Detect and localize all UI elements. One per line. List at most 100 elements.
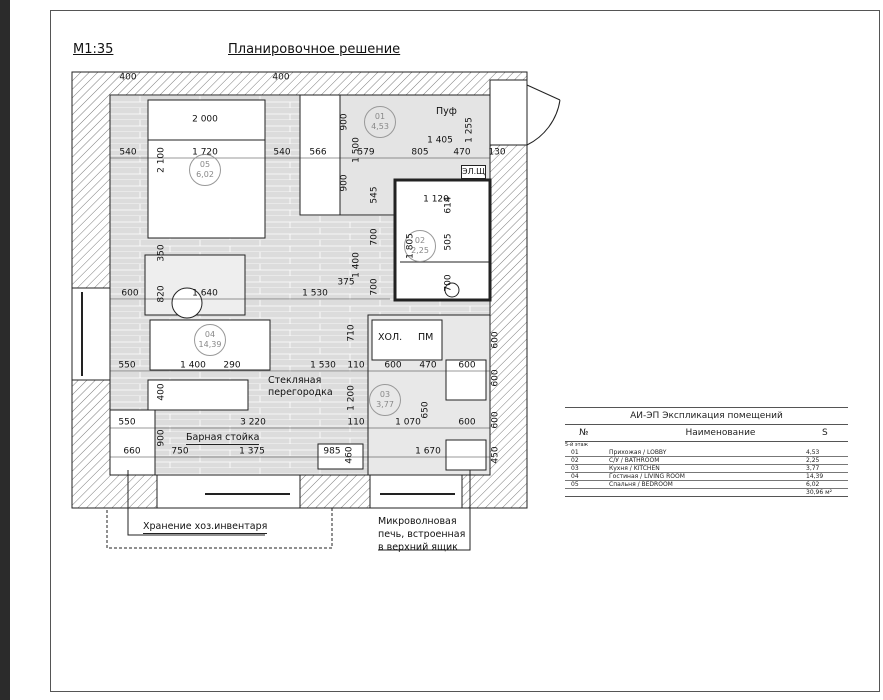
dimension: 600	[490, 331, 501, 349]
dimension: 820	[156, 285, 167, 303]
room-schedule-table: АИ-ЭП Экспликация помещений № Наименован…	[565, 407, 848, 497]
dimension: 3 220	[240, 417, 266, 428]
dimension: 110	[347, 417, 365, 428]
dimension: 550	[118, 417, 136, 428]
dimension: 290	[223, 360, 241, 371]
room-area: 2,25	[411, 246, 429, 255]
dimension: 600	[458, 417, 476, 428]
dimension: 1 400	[351, 252, 362, 278]
dimension: 710	[346, 324, 357, 342]
dimension: 540	[119, 147, 137, 158]
table-title: АИ-ЭП Экспликация помещений	[565, 407, 848, 425]
pouf-label: Пуф	[436, 106, 457, 117]
dimension: 700	[369, 278, 380, 296]
dimension: 400	[156, 383, 167, 401]
panel-label: ЭЛ.Щ	[461, 165, 486, 179]
dimension: 600	[490, 411, 501, 429]
dimension: 900	[156, 429, 167, 447]
balcony-storage	[106, 470, 471, 551]
dimension: 600	[384, 360, 402, 371]
fridge-label: ХОЛ.	[378, 332, 403, 343]
dimension: 1 530	[302, 288, 328, 299]
row-name: С/У / BATHROOM	[609, 457, 660, 464]
bar-counter-label: Барная стойка	[186, 432, 260, 445]
row-area: 4,53	[806, 449, 820, 456]
col-area: S	[822, 428, 828, 438]
table-total-row: 30,96 м²	[565, 489, 848, 497]
room-number: 02	[414, 236, 426, 245]
dishwasher-label: ПМ	[418, 332, 434, 343]
viewer-edge	[0, 0, 10, 700]
dimension: 1 405	[427, 135, 453, 146]
dimension: 579	[357, 147, 375, 158]
dimension: 470	[453, 147, 471, 158]
dimension: 540	[273, 147, 291, 158]
dimension: 1 805	[405, 233, 416, 259]
dimension: 1 070	[395, 417, 421, 428]
dimension: 460	[344, 446, 355, 464]
room-number: 05	[199, 160, 211, 169]
sheet-frame	[50, 10, 880, 692]
row-name: Спальня / BEDROOM	[609, 481, 673, 488]
dimension: 650	[420, 401, 431, 419]
row-num: 03	[571, 465, 579, 472]
dimension: 985	[323, 446, 341, 457]
microwave-label-1: Микроволновая	[378, 516, 457, 527]
dimension: 660	[123, 446, 141, 457]
room-number: 03	[379, 390, 391, 399]
floor-label: 5-й этаж	[565, 442, 589, 448]
dimension: 1 500	[351, 137, 362, 163]
dimension: 2 100	[156, 147, 167, 173]
table-header: № Наименование S	[565, 425, 848, 442]
room-area: 6,02	[196, 170, 214, 179]
dimension: 805	[411, 147, 429, 158]
row-name: Гостиная / LIVING ROOM	[609, 473, 685, 480]
dimension: 130	[488, 147, 506, 158]
row-num: 01	[571, 449, 579, 456]
dimension: 110	[347, 360, 365, 371]
dimension: 550	[118, 360, 136, 371]
glass-partition-label-1: Стекляная	[268, 375, 322, 386]
dimension: 1 255	[464, 117, 475, 143]
dimension: 1 120	[423, 194, 449, 205]
microwave-label-2: печь, встроенная	[378, 529, 466, 540]
dimension: 2 000	[192, 114, 218, 125]
dimension: 470	[419, 360, 437, 371]
room-area: 4,53	[371, 122, 389, 131]
dimension: 450	[490, 446, 501, 464]
dimension: 700	[443, 274, 454, 292]
scale-label: M1:35	[73, 42, 114, 57]
room-number: 04	[204, 330, 216, 339]
dimension: 400	[119, 72, 137, 83]
dimension: 400	[272, 72, 290, 83]
dimension: 600	[121, 288, 139, 299]
storage-label: Хранение хоз.инвентаря	[143, 521, 268, 534]
dimension: 1 640	[192, 288, 218, 299]
row-area: 6,02	[806, 481, 820, 488]
microwave-label-3: в верхний ящик	[378, 542, 458, 553]
dimension: 1 200	[346, 385, 357, 411]
plan-title: Планировочное решение	[228, 42, 401, 57]
dimension: 545	[369, 186, 380, 204]
row-area: 2,25	[806, 457, 820, 464]
dimension: 505	[443, 233, 454, 251]
row-num: 02	[571, 457, 579, 464]
dimension: 1 400	[180, 360, 206, 371]
dimension: 1 530	[310, 360, 336, 371]
dimension: 1 670	[415, 446, 441, 457]
glass-partition-label-2: перегородка	[268, 387, 333, 398]
dimension: 900	[339, 113, 350, 131]
row-num: 05	[571, 481, 579, 488]
dimension: 1 720	[192, 147, 218, 158]
total-area: 30,96 м²	[806, 489, 833, 496]
